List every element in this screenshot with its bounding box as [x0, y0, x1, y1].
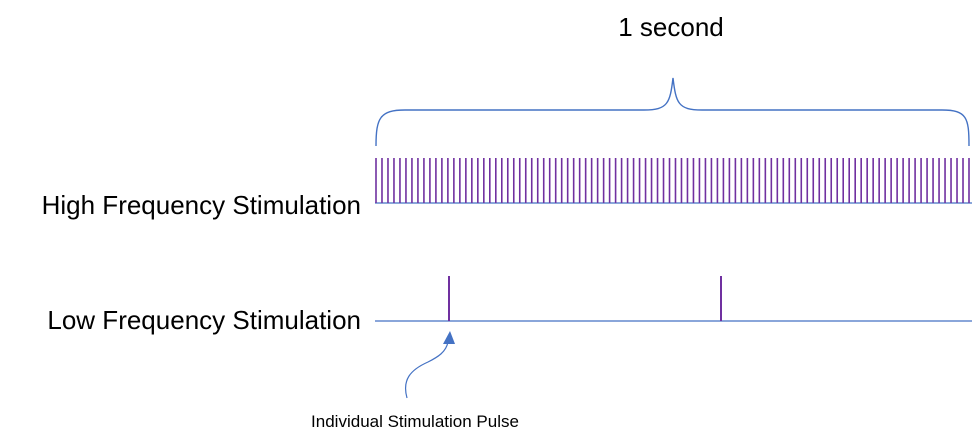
low-frequency-pulse-train — [448, 276, 722, 321]
low-frequency-label: Low Frequency Stimulation — [47, 305, 361, 335]
high-frequency-label: High Frequency Stimulation — [42, 190, 361, 220]
one-second-brace — [375, 77, 970, 147]
arrowhead-icon — [443, 331, 455, 344]
duration-label: 1 second — [618, 12, 724, 42]
annotation-label: Individual Stimulation Pulse — [311, 412, 519, 431]
high-frequency-pulse-train — [375, 158, 970, 203]
annotation-arrow-line — [405, 341, 449, 399]
